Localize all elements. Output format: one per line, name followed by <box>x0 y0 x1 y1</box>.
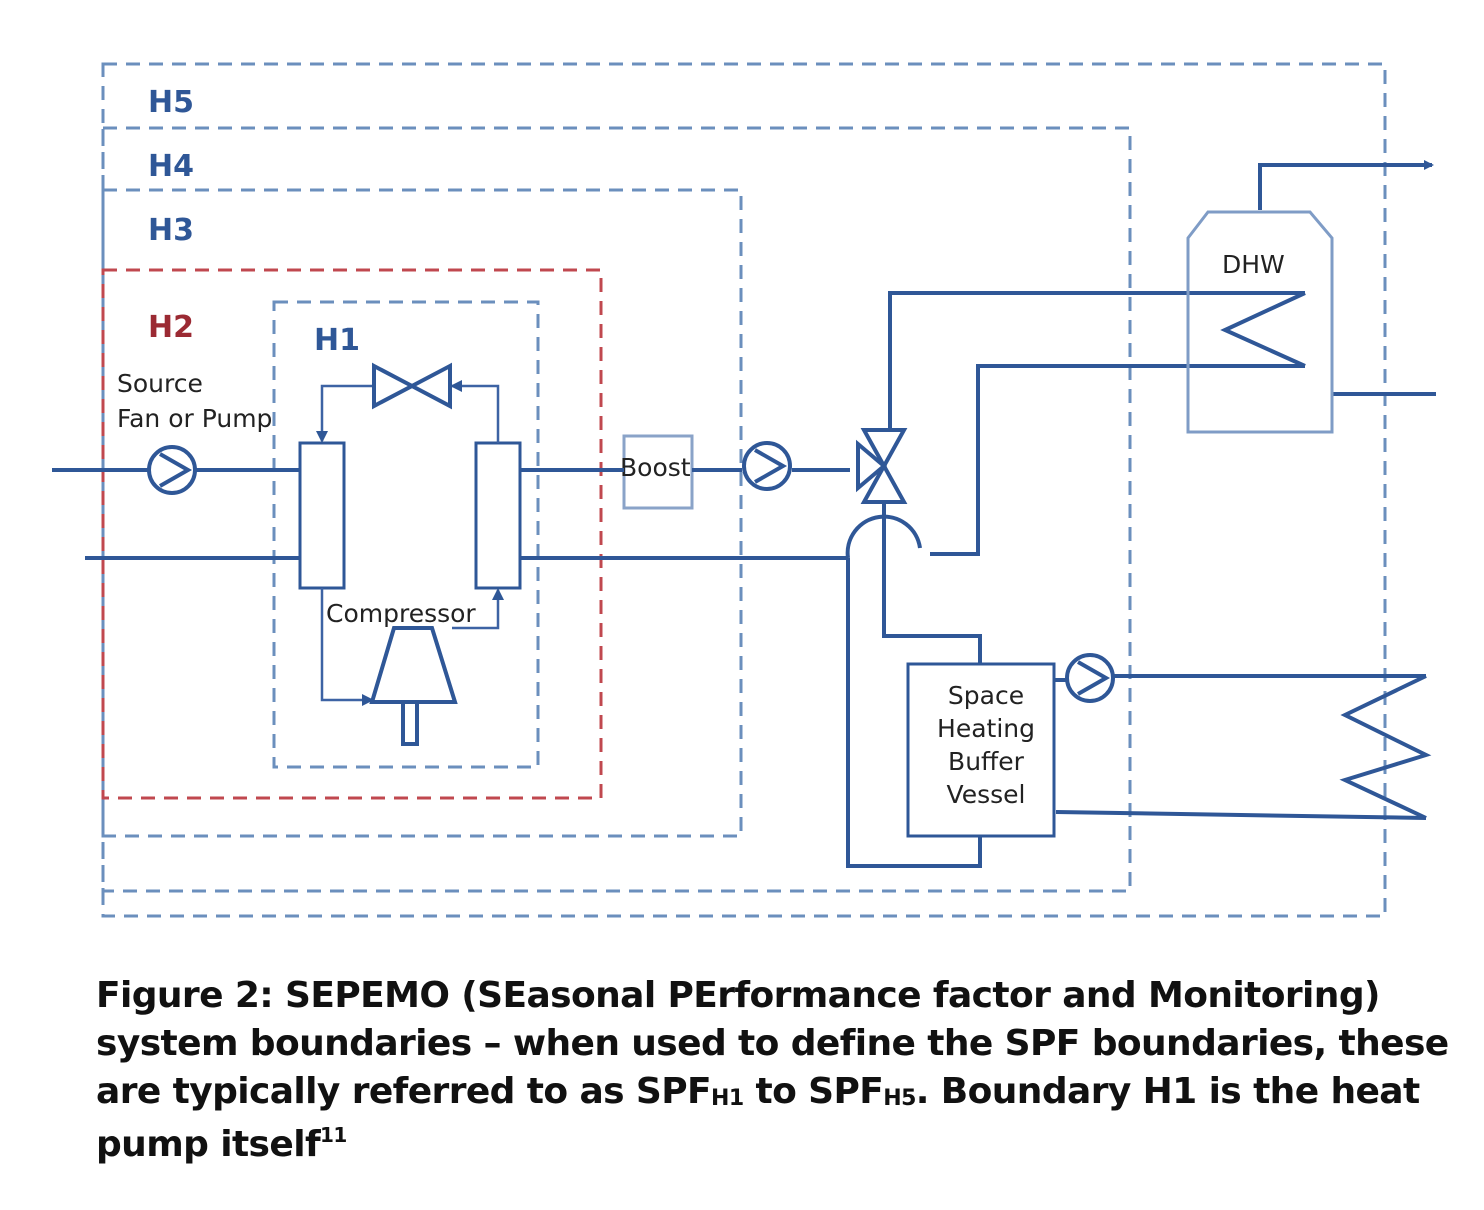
circulation-pump-icon <box>742 441 792 491</box>
sepemo-boundary-diagram: H5 H4 H3 H2 H1 Source Fan or Pump Compre… <box>52 62 1436 918</box>
source-label-line2: Fan or Pump <box>117 404 272 433</box>
dhw-cylinder <box>1186 210 1334 434</box>
buffer-label-line4: Vessel <box>947 780 1026 809</box>
heating-pump-icon <box>1065 653 1115 703</box>
boundary-h4 <box>101 126 1132 893</box>
compressor-label: Compressor <box>326 599 476 628</box>
caption-sub-h5: H5 <box>883 1086 916 1111</box>
boundary-h1 <box>272 300 540 769</box>
condenser <box>474 441 522 590</box>
buffer-vessel <box>906 662 1056 838</box>
caption-sub-h1: H1 <box>711 1086 744 1111</box>
boundary-h2 <box>101 268 603 800</box>
expansion-valve-icon <box>372 362 452 410</box>
source-pump-icon <box>147 445 197 495</box>
label-h2: H2 <box>148 310 194 345</box>
source-label-line1: Source <box>117 369 203 398</box>
label-h4: H4 <box>148 149 194 184</box>
caption-footnote: 11 <box>320 1123 347 1147</box>
buffer-label-line1: Space <box>948 681 1024 710</box>
boundary-h5 <box>101 62 1387 918</box>
label-h5: H5 <box>148 85 194 120</box>
boundary-h3 <box>101 188 743 838</box>
figure-caption: Figure 2: SEPEMO (SEasonal PErformance f… <box>96 972 1456 1173</box>
caption-part3: . Boundary H1 is the heat pump itself <box>96 1071 1420 1165</box>
dhw-label: DHW <box>1222 250 1285 279</box>
buffer-label-line2: Heating <box>937 714 1035 743</box>
label-h1: H1 <box>314 323 360 358</box>
refrigerant-loop <box>316 380 504 706</box>
evaporator <box>298 441 346 590</box>
compressor-icon <box>369 626 458 746</box>
three-way-valve-icon <box>856 428 908 504</box>
source-pipes <box>52 468 300 560</box>
buffer-label-line3: Buffer <box>948 747 1025 776</box>
caption-part2: to SPF <box>743 1071 884 1112</box>
caption-part1: Figure 2: SEPEMO (SEasonal PErformance f… <box>96 975 1449 1112</box>
distribution-pipes <box>520 160 1436 868</box>
label-h3: H3 <box>148 213 194 248</box>
boost-label: Boost <box>620 453 691 482</box>
